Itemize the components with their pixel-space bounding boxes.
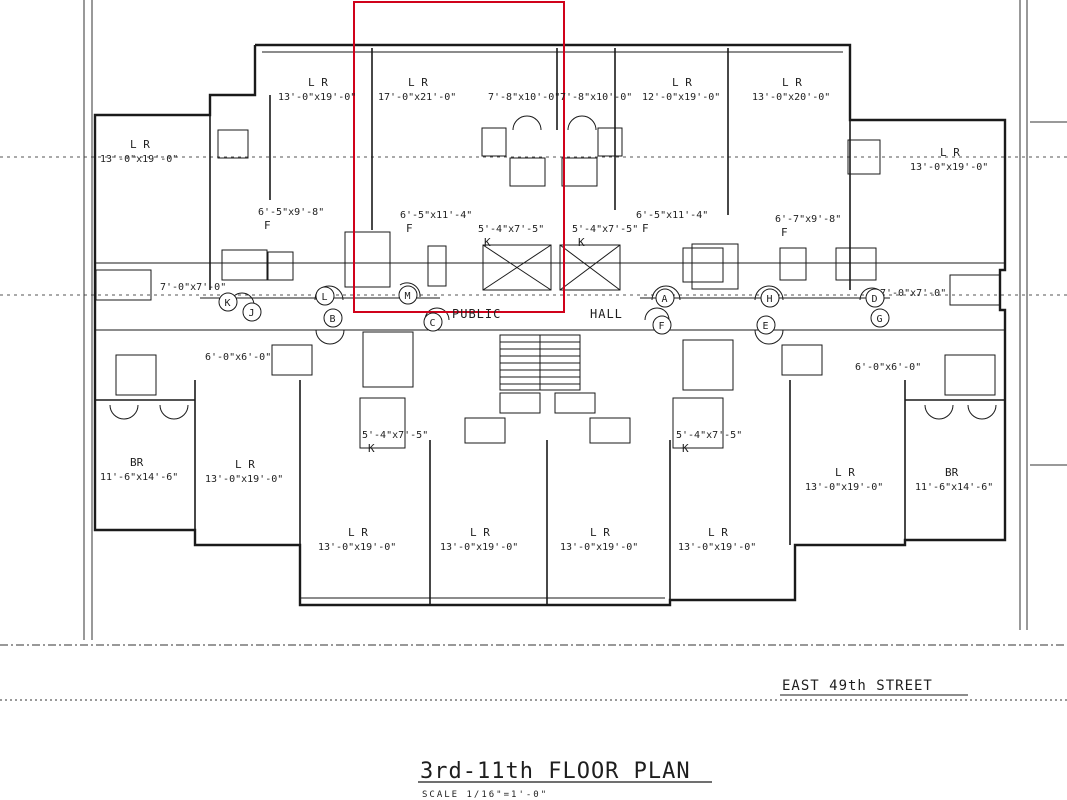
door-tag-c: C	[430, 318, 436, 329]
small-room-labels: 6'-5"x9'-8"F6'-5"x11'-4"F6'-5"x11'-4"F6'…	[160, 207, 946, 455]
door-swings	[109, 115, 997, 420]
door-tag-circle-f	[652, 315, 672, 335]
door-tag-e: E	[763, 321, 769, 332]
door-tag-circle-j	[242, 302, 262, 322]
small-dim-es: 7'-0"x7'-0"	[880, 288, 946, 299]
door-tag-circle-h	[760, 288, 780, 308]
door-tag-k: K	[225, 298, 231, 309]
small-type-k4: K	[682, 442, 689, 455]
door-tag-circle-b	[323, 308, 343, 328]
street-label: EAST 49th STREET	[782, 678, 933, 694]
room-dim-lr-n4: 7'-8"x10'-0"	[560, 92, 632, 103]
small-type-f4: F	[781, 226, 788, 239]
room-type-lr-se: L R	[835, 466, 855, 479]
room-type-lr-sw: L R	[235, 458, 255, 471]
door-tag-m: M	[405, 291, 411, 302]
room-dim-lr-n5: 12'-0"x19'-0"	[642, 92, 720, 103]
door-tag-circle-d	[865, 288, 885, 308]
room-type-br-sw: BR	[130, 456, 144, 469]
room-type-br-se: BR	[945, 466, 959, 479]
door-tag-circle-l	[315, 286, 335, 306]
small-type-k1: K	[484, 236, 491, 249]
building-outline	[93, 43, 1007, 607]
fixtures	[95, 127, 1001, 449]
door-tag-circle-e	[756, 315, 776, 335]
small-type-f2: F	[406, 222, 413, 235]
small-dim-k1: 5'-4"x7'-5"	[478, 224, 544, 235]
door-tag-circle-a	[655, 288, 675, 308]
room-type-lr-n5: L R	[672, 76, 692, 89]
door-tag-circle-g	[870, 308, 890, 328]
small-dim-k2: 5'-4"x7'-5"	[572, 224, 638, 235]
room-labels: L R 13'-0"x19'-0" L R 17'-0"x21'-0" 7'-8"x10…	[100, 76, 993, 553]
door-tag-l: L	[322, 292, 328, 303]
door-tags: A B C D E F G H J K L M	[218, 285, 890, 335]
room-dim-lr-w: 13'-0"x19'-0"	[100, 154, 178, 165]
public-hall-label-2: HALL	[590, 307, 623, 321]
room-type-lr-n1: L R	[308, 76, 328, 89]
highlight-box	[353, 1, 565, 313]
room-type-lr-e: L R	[940, 146, 960, 159]
door-tag-circle-k	[218, 292, 238, 312]
room-type-lr-s4: L R	[708, 526, 728, 539]
door-tag-d: D	[872, 294, 878, 305]
small-dim-k3: 5'-4"x7'-5"	[362, 430, 428, 441]
small-type-f1: F	[264, 219, 271, 232]
room-dim-lr-n2: 17'-0"x21'-0"	[378, 92, 456, 103]
plan-title: 3rd-11th FLOOR PLAN	[420, 759, 691, 784]
door-tag-circle-c	[423, 312, 443, 332]
room-type-lr-s2: L R	[470, 526, 490, 539]
room-dim-lr-s1: 13'-0"x19'-0"	[318, 542, 396, 553]
small-dim-ee: 6'-0"x6'-0"	[855, 362, 921, 373]
door-tag-f: F	[659, 321, 665, 332]
room-type-lr-w: L R	[130, 138, 150, 151]
stair-core	[482, 244, 621, 391]
room-dim-lr-n1: 13'-0"x19'-0"	[278, 92, 356, 103]
room-dim-lr-s3: 13'-0"x19'-0"	[560, 542, 638, 553]
plan-scale: SCALE 1/16"=1'-0"	[422, 790, 548, 800]
room-dim-lr-e: 13'-0"x19'-0"	[910, 162, 988, 173]
room-dim-lr-n3: 7'-8"x10'-0"	[488, 92, 560, 103]
door-tag-circle-m	[398, 285, 418, 305]
door-tag-g: G	[877, 314, 883, 325]
room-type-lr-s3: L R	[590, 526, 610, 539]
small-dim-ws: 7'-0"x7'-0"	[160, 282, 226, 293]
small-dim-k4: 5'-4"x7'-5"	[676, 430, 742, 441]
room-type-lr-n2: L R	[408, 76, 428, 89]
small-type-f3: F	[642, 222, 649, 235]
interior-walls	[95, 48, 1005, 605]
room-dim-br-se: 11'-6"x14'-6"	[915, 482, 993, 493]
room-dim-lr-se: 13'-0"x19'-0"	[805, 482, 883, 493]
room-dim-lr-sw: 13'-0"x19'-0"	[205, 474, 283, 485]
room-dim-lr-s4: 13'-0"x19'-0"	[678, 542, 756, 553]
reference-dashed-lines	[0, 156, 1067, 296]
room-dim-lr-s2: 13'-0"x19'-0"	[440, 542, 518, 553]
room-type-lr-n6: L R	[782, 76, 802, 89]
small-type-k3: K	[368, 442, 375, 455]
door-tag-j: J	[249, 308, 255, 319]
room-dim-lr-n6: 13'-0"x20'-0"	[752, 92, 830, 103]
small-dim-f3: 6'-5"x11'-4"	[636, 210, 708, 221]
small-dim-f2: 6'-5"x11'-4"	[400, 210, 472, 221]
small-dim-f1: 6'-5"x9'-8"	[258, 207, 324, 218]
room-dim-br-sw: 11'-6"x14'-6"	[100, 472, 178, 483]
site-boundary-lines	[0, 0, 1067, 701]
small-dim-f4: 6'-7"x9'-8"	[775, 214, 841, 225]
door-tag-a: A	[662, 294, 668, 305]
public-hall-label-1: PUBLIC	[452, 307, 501, 321]
small-dim-ww: 6'-0"x6'-0"	[205, 352, 271, 363]
small-type-k2: K	[578, 236, 585, 249]
door-tag-h: H	[767, 294, 773, 305]
door-tag-b: B	[330, 314, 336, 325]
room-type-lr-s1: L R	[348, 526, 368, 539]
